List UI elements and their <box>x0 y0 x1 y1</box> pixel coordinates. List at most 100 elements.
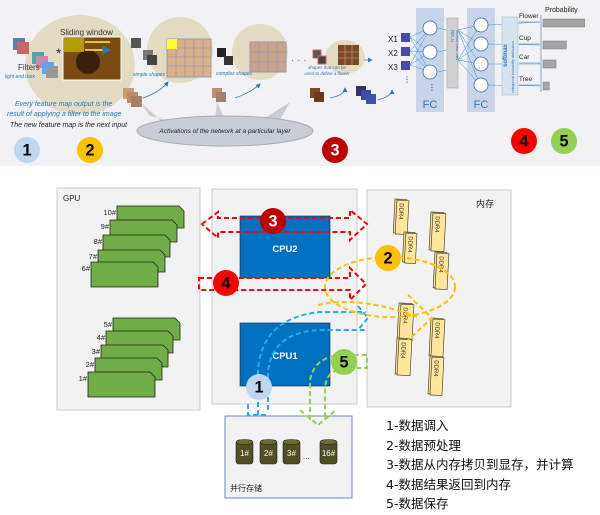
sliding-window-highlight <box>64 38 84 52</box>
input-x1: X1 <box>388 35 398 44</box>
svg-text:DDR4: DDR4 <box>397 203 404 220</box>
gpu-cards: 10#9#8#7#6#5#4#3#2#1# <box>79 205 185 398</box>
class-label: Car <box>519 54 530 61</box>
softmax-label: softmax <box>503 43 509 67</box>
caption-line-3: The new feature map is the next input <box>10 122 128 129</box>
disk-ellipsis: ... <box>303 452 310 461</box>
svg-text:DDR4: DDR4 <box>399 342 406 359</box>
storage-disks: 1#2#3#16# <box>235 439 338 465</box>
flower-filters <box>312 49 327 65</box>
input-nodes: X1 X2 X3 ⋮ <box>388 33 411 84</box>
memory-title: 内存 <box>476 198 494 209</box>
window-highlight <box>167 39 177 49</box>
legend-item: 5-数据保存 <box>386 496 449 512</box>
legend-item: 3-数据从内存拷贝到显存，并计算 <box>386 457 574 473</box>
ddr4-module: DDR4 <box>427 355 445 396</box>
step-badge-number: 5 <box>559 132 568 150</box>
step-badge-number: 3 <box>268 212 277 230</box>
ddr4-module: DDR4 <box>428 211 447 252</box>
svg-text:⋮: ⋮ <box>403 75 411 84</box>
gpu-card-label: 1# <box>79 374 88 383</box>
softmax-sublabel: categorical probability distribution <box>511 41 515 93</box>
ddr4-module: DDR4 <box>428 317 446 358</box>
caption-line-1: Every feature map output is the <box>15 101 112 108</box>
slide-arrow <box>85 41 110 50</box>
flower-shapes-label: shapes that can be used to define a flow… <box>304 65 350 76</box>
gpu-card-label: 4# <box>97 333 106 342</box>
filters-label: Filters <box>18 63 40 72</box>
gpu-card-label: 3# <box>92 347 101 356</box>
legend-item: 1-数据调入 <box>386 418 449 433</box>
class-label: Cup <box>519 35 531 42</box>
fc-label-1: FC <box>423 99 438 111</box>
legend-item: 2-数据预处理 <box>386 437 461 453</box>
complex-shapes-filters <box>217 48 233 65</box>
ddr4-module: DDR4 <box>396 302 415 341</box>
input-x3: X3 <box>388 63 398 72</box>
step-badge-number: 4 <box>519 132 528 150</box>
step-badge-3 <box>322 137 348 163</box>
step-badge-5 <box>551 128 577 154</box>
class-label: Tree <box>519 76 533 83</box>
activations-ellipse <box>136 115 314 147</box>
gpu-card-label: 8# <box>94 237 103 246</box>
probability-bar <box>542 81 550 91</box>
light-dark-label: light and dark <box>5 74 36 80</box>
step-badge-4 <box>213 270 239 296</box>
relu-label: RELU <box>450 30 455 42</box>
gpu-title: GPU <box>63 194 81 203</box>
feature-map-grid <box>338 45 359 65</box>
probability-bar <box>542 40 567 50</box>
step-badge-4 <box>511 128 537 154</box>
step-badge-number: 1 <box>254 378 263 396</box>
svg-text:DDR4: DDR4 <box>432 360 439 377</box>
step-badge-1 <box>246 374 272 400</box>
relu-block <box>446 17 459 89</box>
simple-shapes-filters <box>131 38 157 65</box>
cpu2-label: CPU2 <box>272 244 297 255</box>
step-badge-number: 1 <box>22 141 31 159</box>
gpu-card-label: 6# <box>82 264 91 273</box>
step-badge-5 <box>331 349 357 375</box>
svg-text:DDR4: DDR4 <box>437 256 444 273</box>
ddr4-module: DDR4 <box>392 198 410 235</box>
step-badge-number: 2 <box>383 249 392 267</box>
complex-shapes-label: complex shapes <box>216 71 253 77</box>
probability-title: Probability <box>545 7 578 14</box>
step-badge-number: 2 <box>85 141 94 159</box>
step-badge-number: 5 <box>339 353 348 371</box>
step-badge-number: 4 <box>221 274 230 292</box>
gpu-card <box>87 371 156 398</box>
probability-bar <box>542 18 585 28</box>
svg-text:DDR4: DDR4 <box>433 322 440 339</box>
feature-map-grid <box>250 42 286 72</box>
ddr4-module: DDR4 <box>394 337 413 376</box>
step-badge-3 <box>260 208 286 234</box>
disk-label: 1# <box>240 449 249 458</box>
svg-text:DDR4: DDR4 <box>401 307 408 324</box>
ddr4-module: DDR4 <box>432 251 450 290</box>
sunflower-center <box>76 50 100 74</box>
sliding-window-label: Sliding window <box>60 28 113 37</box>
ellipsis: · · · <box>291 55 307 66</box>
simple-shapes-label: simple shapes <box>133 72 165 78</box>
arrow-step-2 <box>324 256 456 318</box>
step-badge-2 <box>375 245 401 271</box>
caption-line-2: result of applying a filter to the image <box>7 111 122 118</box>
softmax-block <box>501 16 519 96</box>
relu-sublabel: rectified linear units <box>455 30 459 60</box>
disk-label: 2# <box>264 449 273 458</box>
arrow-step-1 <box>257 311 366 415</box>
step-badges-bottom: 1 2 3 4 5 <box>213 208 401 400</box>
arrow-step-3 <box>200 207 369 243</box>
step-badge-1 <box>14 137 40 163</box>
ddr4-module: DDR4 <box>402 231 418 264</box>
gpu-card <box>90 261 159 288</box>
flow-arrows <box>142 57 395 101</box>
disk-label: 16# <box>322 449 336 458</box>
step-badge-2 <box>77 137 103 163</box>
